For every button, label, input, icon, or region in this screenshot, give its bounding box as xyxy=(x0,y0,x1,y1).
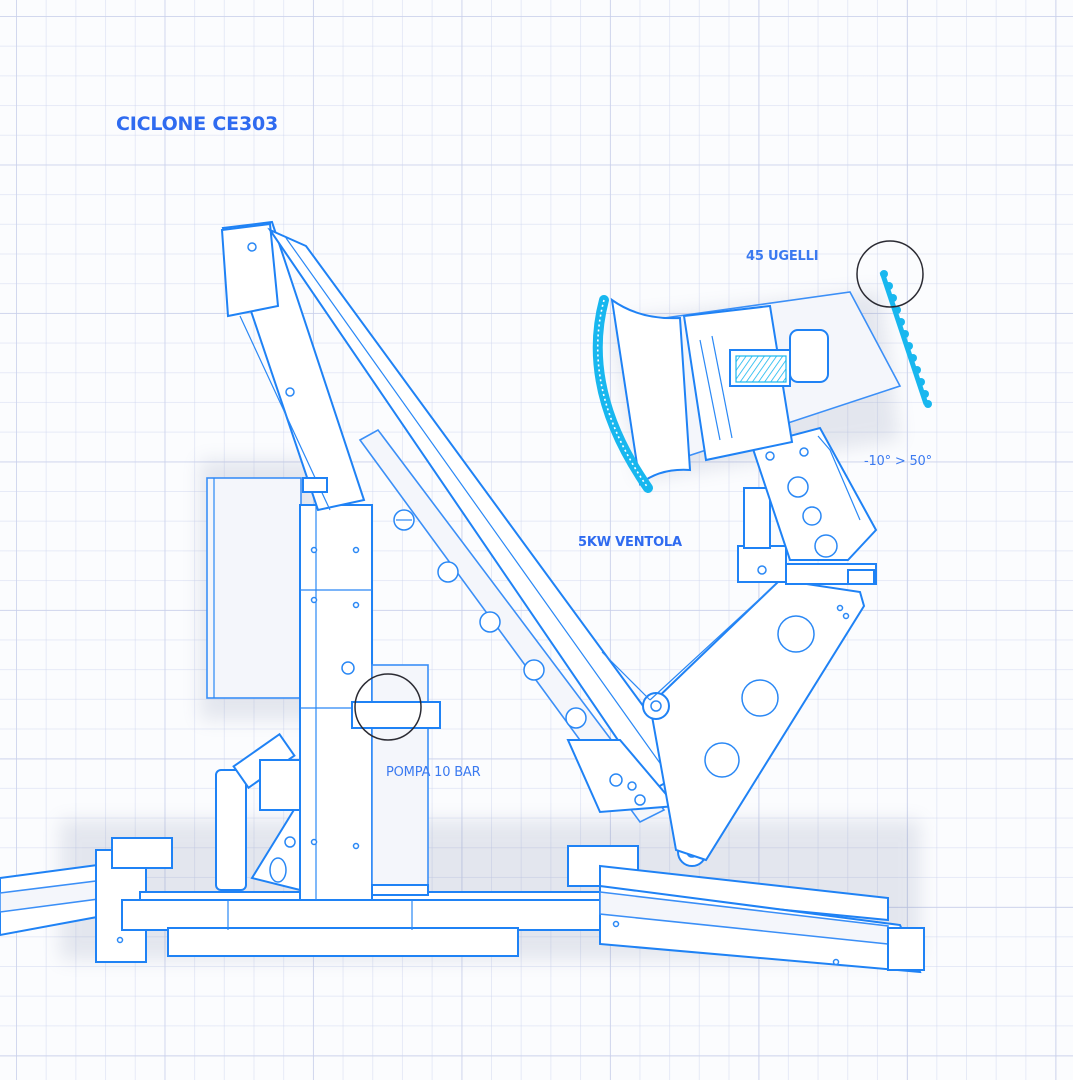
base-frame xyxy=(0,837,925,974)
column-gusset xyxy=(250,796,301,892)
tilt-bracket xyxy=(750,426,878,561)
nozzle-ring xyxy=(879,270,932,408)
base-rail xyxy=(121,899,613,931)
pump-annotation: POMPA 10 BAR xyxy=(386,765,481,780)
fan-cannon xyxy=(592,270,932,561)
fan-annotation: 5KW VENTOLA xyxy=(578,535,682,550)
arm-head xyxy=(220,222,280,318)
nozzles-annotation: 45 UGELLI xyxy=(746,249,819,264)
control-box xyxy=(206,477,302,699)
boom-lower-beam xyxy=(358,428,666,824)
tilt-actuator xyxy=(743,487,771,549)
tilt-range-annotation: -10° > 50° xyxy=(864,454,932,469)
water-pipe xyxy=(215,769,247,891)
pump-callout-marker xyxy=(354,673,422,741)
support-triangle xyxy=(601,487,877,862)
main-mast xyxy=(206,220,441,901)
base-rail-lower xyxy=(167,927,519,957)
right-outrigger-end xyxy=(887,927,925,971)
nozzle-callout-marker xyxy=(856,240,924,308)
triangle-plate xyxy=(648,578,866,862)
diagonal-boom xyxy=(267,227,707,867)
fan-bell-mouth xyxy=(610,297,692,486)
page-title: CICLONE CE303 xyxy=(116,113,279,135)
fan-mount-block xyxy=(737,545,787,583)
